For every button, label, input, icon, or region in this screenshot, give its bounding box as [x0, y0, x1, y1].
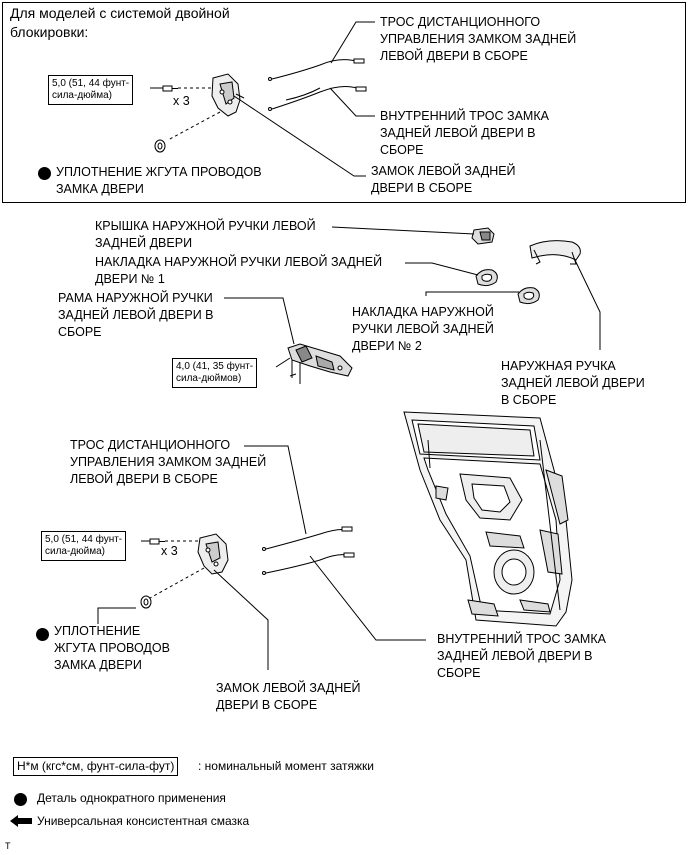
label-line: ДВЕРИ № 2: [352, 339, 422, 353]
handle-cover: [471, 227, 495, 245]
torque-top-line-2: сила-дюйма): [52, 90, 112, 101]
label-line: ВНУТРЕННИЙ ТРОС ЗАМКА: [380, 109, 549, 123]
label-line: ЛЕВОЙ ДВЕРИ В СБОРЕ: [70, 472, 218, 486]
torque-middle-line-2: сила-дюймов): [176, 373, 242, 384]
label-line: ЗАДНЕЙ ЛЕВОЙ ДВЕРИ В: [380, 126, 536, 140]
torque-middle-line-1: 4,0 (41, 35 фунт-: [176, 361, 254, 372]
label-line: ЗАМОК ЛЕВОЙ ЗАДНЕЙ: [216, 681, 361, 695]
seal-bottom-label: УПЛОТНЕНИЕ ЖГУТА ПРОВОДОВ ЗАМКА ДВЕРИ: [54, 623, 170, 674]
label-line: НАКЛАДКА НАРУЖНОЙ: [352, 305, 494, 319]
label-line: КРЫШКА НАРУЖНОЙ РУЧКИ ЛЕВОЙ: [95, 219, 316, 233]
remote-cable-top-label: ТРОС ДИСТАНЦИОННОГО УПРАВЛЕНИЯ ЗАМКОМ ЗА…: [380, 14, 576, 65]
inner-cable-top-label: ВНУТРЕННИЙ ТРОС ЗАМКА ЗАДНЕЙ ЛЕВОЙ ДВЕРИ…: [380, 108, 549, 159]
label-line: ЗАМОК ЛЕВОЙ ЗАДНЕЙ: [371, 164, 516, 178]
left-arrow-icon: [10, 815, 32, 827]
grease-legend: Универсальная консистентная смазка: [37, 814, 250, 828]
handle-cover-label: КРЫШКА НАРУЖНОЙ РУЧКИ ЛЕВОЙ ЗАДНЕЙ ДВЕРИ: [95, 218, 316, 252]
door-lock-assembly-bottom: [197, 533, 229, 575]
single-use-icon: [36, 628, 49, 641]
label-line: ДВЕРИ № 1: [95, 272, 165, 286]
label-line: ДВЕРИ В СБОРЕ: [371, 181, 473, 195]
outside-handle: [529, 240, 581, 265]
qty-top: x 3: [173, 94, 190, 108]
label-line: УПЛОТНЕНИЕ ЖГУТА ПРОВОДОВ: [56, 165, 262, 179]
label-line: РАМА НАРУЖНОЙ РУЧКИ: [58, 291, 213, 305]
torque-spec-top: 5,0 (51, 44 фунт- сила-дюйма): [48, 75, 134, 105]
label-line: ЖГУТА ПРОВОДОВ: [54, 641, 170, 655]
label-line: ДВЕРИ В СБОРЕ: [216, 698, 318, 712]
lock-bottom-label: ЗАМОК ЛЕВОЙ ЗАДНЕЙ ДВЕРИ В СБОРЕ: [216, 680, 361, 714]
qty-bottom: x 3: [161, 544, 178, 558]
handle-pad-1-label: НАКЛАДКА НАРУЖНОЙ РУЧКИ ЛЕВОЙ ЗАДНЕЙ ДВЕ…: [95, 254, 382, 288]
label-line: ЗАДНЕЙ ДВЕРИ: [95, 236, 193, 250]
inner-cable-bottom-label: ВНУТРЕННИЙ ТРОС ЗАМКА ЗАДНЕЙ ЛЕВОЙ ДВЕРИ…: [437, 631, 606, 682]
label-line: СБОРЕ: [380, 143, 424, 157]
torque-bottom-line-1: 5,0 (51, 44 фунт-: [45, 534, 123, 545]
torque-bottom-line-2: сила-дюйма): [45, 546, 105, 557]
cables-bottom: [262, 526, 355, 575]
grommet-top: [154, 139, 166, 153]
cables-top: [268, 58, 367, 111]
remote-cable-bottom-label: ТРОС ДИСТАНЦИОННОГО УПРАВЛЕНИЯ ЗАМКОМ ЗА…: [70, 437, 266, 488]
single-use-legend: Деталь однократного применения: [37, 791, 226, 805]
label-line: ЛЕВОЙ ДВЕРИ В СБОРЕ: [380, 49, 528, 63]
label-line: ТРОС ДИСТАНЦИОННОГО: [380, 15, 541, 29]
footer-mark: T: [5, 841, 11, 851]
label-line: РУЧКИ ЛЕВОЙ ЗАДНЕЙ: [352, 322, 494, 336]
door-panel: [403, 411, 573, 627]
torque-spec-middle: 4,0 (41, 35 фунт- сила-дюймов): [172, 358, 258, 388]
torque-spec-bottom: 5,0 (51, 44 фунт- сила-дюйма): [41, 531, 127, 561]
label-line: СБОРЕ: [58, 325, 102, 339]
grommet-bottom: [140, 595, 152, 609]
torque-unit-description: : номинальный момент затяжки: [198, 759, 374, 773]
label-line: УПРАВЛЕНИЯ ЗАМКОМ ЗАДНЕЙ: [380, 32, 577, 46]
handle-frame: [287, 343, 353, 384]
label-line: УПРАВЛЕНИЯ ЗАМКОМ ЗАДНЕЙ: [70, 455, 267, 469]
filled-circle-icon: [14, 793, 27, 806]
label-line: ЗАМКА ДВЕРИ: [56, 182, 144, 196]
seal-top-label: УПЛОТНЕНИЕ ЖГУТА ПРОВОДОВ ЗАМКА ДВЕРИ: [56, 164, 262, 198]
label-line: НАРУЖНАЯ РУЧКА: [501, 359, 616, 373]
label-line: УПЛОТНЕНИЕ: [54, 624, 141, 638]
bolt-icon: [162, 85, 178, 92]
door-lock-assembly-top: [211, 73, 245, 117]
handle-pad-2: [517, 287, 540, 305]
torque-unit-legend: Н*м (кгс*см, фунт-сила-фут): [13, 757, 179, 776]
lock-top-label: ЗАМОК ЛЕВОЙ ЗАДНЕЙ ДВЕРИ В СБОРЕ: [371, 163, 516, 197]
heading-line-2: блокировки:: [10, 24, 89, 40]
label-line: ТРОС ДИСТАНЦИОННОГО: [70, 438, 231, 452]
handle-pad-2-label: НАКЛАДКА НАРУЖНОЙ РУЧКИ ЛЕВОЙ ЗАДНЕЙ ДВЕ…: [352, 304, 494, 355]
label-line: ВНУТРЕННИЙ ТРОС ЗАМКА: [437, 632, 606, 646]
label-line: НАКЛАДКА НАРУЖНОЙ РУЧКИ ЛЕВОЙ ЗАДНЕЙ: [95, 255, 383, 269]
label-line: ЗАДНЕЙ ЛЕВОЙ ДВЕРИ: [501, 376, 645, 390]
label-line: ЗАДНЕЙ ЛЕВОЙ ДВЕРИ В: [437, 649, 593, 663]
label-line: ЗАДНЕЙ ЛЕВОЙ ДВЕРИ В: [58, 308, 214, 322]
label-line: СБОРЕ: [437, 666, 481, 680]
handle-frame-label: РАМА НАРУЖНОЙ РУЧКИ ЗАДНЕЙ ЛЕВОЙ ДВЕРИ В…: [58, 290, 214, 341]
double-lock-frame: [2, 2, 686, 203]
label-line: ЗАМКА ДВЕРИ: [54, 658, 142, 672]
outside-handle-label: НАРУЖНАЯ РУЧКА ЗАДНЕЙ ЛЕВОЙ ДВЕРИ В СБОР…: [501, 358, 645, 409]
handle-pad-1: [475, 269, 498, 287]
torque-top-line-1: 5,0 (51, 44 фунт-: [52, 78, 130, 89]
frame-heading: Для моделей с системой двойной блокировк…: [10, 4, 230, 42]
label-line: В СБОРЕ: [501, 393, 557, 407]
heading-line-1: Для моделей с системой двойной: [10, 5, 230, 21]
single-use-icon: [38, 167, 51, 180]
